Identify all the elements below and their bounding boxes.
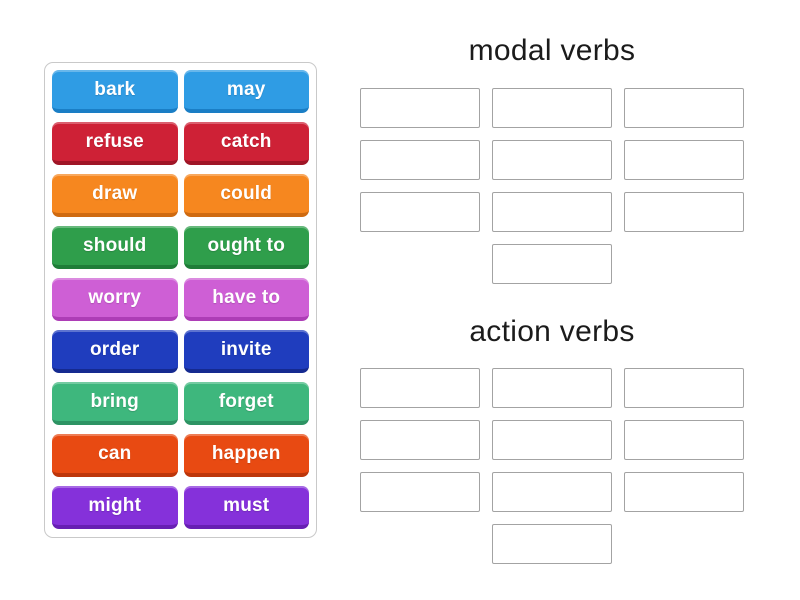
drop-slot[interactable] xyxy=(360,420,480,460)
drop-slot[interactable] xyxy=(360,192,480,232)
word-tile-invite[interactable]: invite xyxy=(183,330,309,373)
word-tile-must[interactable]: must xyxy=(183,486,309,529)
drop-slot[interactable] xyxy=(624,420,744,460)
word-tile-can[interactable]: can xyxy=(52,434,178,477)
word-tile-might[interactable]: might xyxy=(52,486,178,529)
word-tile-forget[interactable]: forget xyxy=(183,382,309,425)
drop-slot[interactable] xyxy=(492,192,612,232)
group-title-action-verbs: action verbs xyxy=(469,315,635,348)
drop-slot[interactable] xyxy=(624,192,744,232)
word-tile-ought-to[interactable]: ought to xyxy=(183,226,309,269)
drop-slot[interactable] xyxy=(360,88,480,128)
drop-slot[interactable] xyxy=(492,88,612,128)
drop-slot[interactable] xyxy=(360,472,480,512)
slot-grid-action-verbs xyxy=(360,368,744,564)
drop-slot[interactable] xyxy=(492,244,612,284)
drop-slot[interactable] xyxy=(492,472,612,512)
slot-grid-modal-verbs xyxy=(360,88,744,284)
drop-slot[interactable] xyxy=(492,524,612,564)
drop-slot[interactable] xyxy=(624,472,744,512)
drop-slot[interactable] xyxy=(624,368,744,408)
word-tile-have-to[interactable]: have to xyxy=(183,278,309,321)
word-tile-may[interactable]: may xyxy=(183,70,309,113)
drop-slot[interactable] xyxy=(360,368,480,408)
word-tile-worry[interactable]: worry xyxy=(52,278,178,321)
word-tile-draw[interactable]: draw xyxy=(52,174,178,217)
word-tile-happen[interactable]: happen xyxy=(183,434,309,477)
word-tile-should[interactable]: should xyxy=(52,226,178,269)
drop-slot[interactable] xyxy=(360,140,480,180)
word-tile-refuse[interactable]: refuse xyxy=(52,122,178,165)
drop-slot[interactable] xyxy=(624,88,744,128)
drop-slot[interactable] xyxy=(492,420,612,460)
word-tile-catch[interactable]: catch xyxy=(183,122,309,165)
word-tile-could[interactable]: could xyxy=(183,174,309,217)
word-tile-bring[interactable]: bring xyxy=(52,382,178,425)
word-tile-bark[interactable]: bark xyxy=(52,70,178,113)
drop-slot[interactable] xyxy=(492,140,612,180)
drop-slot[interactable] xyxy=(492,368,612,408)
drop-slot[interactable] xyxy=(624,140,744,180)
word-tile-order[interactable]: order xyxy=(52,330,178,373)
group-title-modal-verbs: modal verbs xyxy=(468,34,636,67)
